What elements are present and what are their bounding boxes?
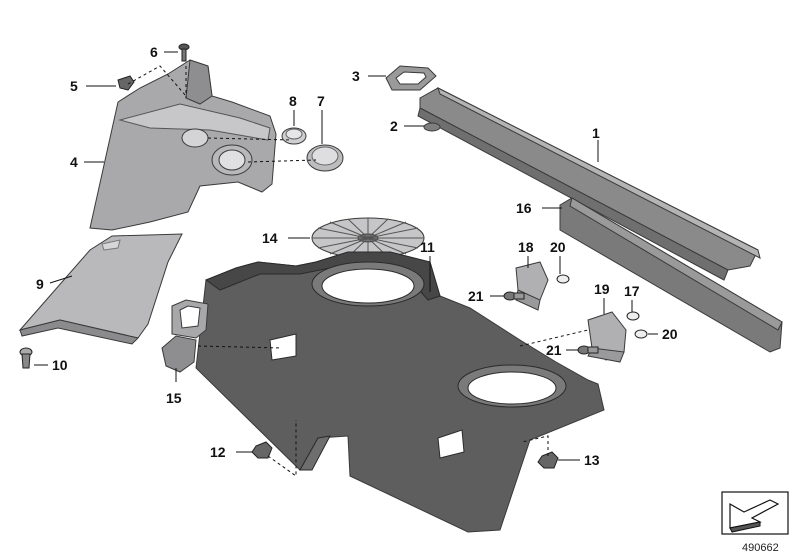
callout-13: 13 [584,452,600,468]
part-10-push-clip [19,347,33,369]
callout-15: 15 [166,390,182,406]
callout-20b: 20 [662,326,678,342]
part-1-trim-rail [417,87,761,281]
callout-14: 14 [262,230,278,246]
callout-16: 16 [516,200,532,216]
fastener-13-nut [537,451,559,469]
callout-21a: 21 [468,288,484,304]
part-5-clip [117,75,135,91]
callout-21b: 21 [546,342,562,358]
part-7-large-cover [306,144,344,172]
callout-11: 11 [420,239,435,255]
callout-4: 4 [70,154,78,170]
callout-20a: 20 [550,239,566,255]
fastener-17-nut [626,311,640,321]
callout-8: 8 [289,93,297,109]
callout-3: 3 [352,68,360,84]
part-16-trim-strip [559,197,783,353]
fastener-20b-nut [634,329,648,339]
part-4-side-panel [89,59,277,231]
part-2-washer [423,122,441,132]
fastener-21b-screw [577,345,599,355]
part-9-pillar-trim [18,233,183,345]
callout-18: 18 [518,239,534,255]
part-19-bracket [587,311,627,363]
fastener-21a-screw [503,291,525,301]
assembly-dashed-lines [127,65,589,477]
callout-19: 19 [594,281,610,297]
part-8-round-cover [281,127,307,145]
callout-5: 5 [70,78,78,94]
part-15-cover [161,299,209,373]
callout-9: 9 [36,276,44,292]
reference-number: 490662 [742,542,779,554]
callout-labels: 1 2 3 4 5 6 7 8 9 10 11 12 13 14 15 16 1… [36,44,678,468]
callout-17: 17 [624,283,640,299]
part-3-gasket [385,65,437,91]
fastener-12-nut [251,441,273,459]
leader-lines [34,51,658,461]
callout-6: 6 [150,44,158,60]
part-6-screw [178,43,190,62]
callout-12: 12 [210,444,226,460]
fastener-20a-nut [556,274,570,284]
callout-2: 2 [390,118,398,134]
callout-7: 7 [317,93,325,109]
orientation-arrow-icon [721,491,789,535]
part-11-rear-panel [195,251,605,533]
callout-1: 1 [592,125,600,141]
part-18-bracket [515,261,549,311]
callout-10: 10 [52,357,68,373]
